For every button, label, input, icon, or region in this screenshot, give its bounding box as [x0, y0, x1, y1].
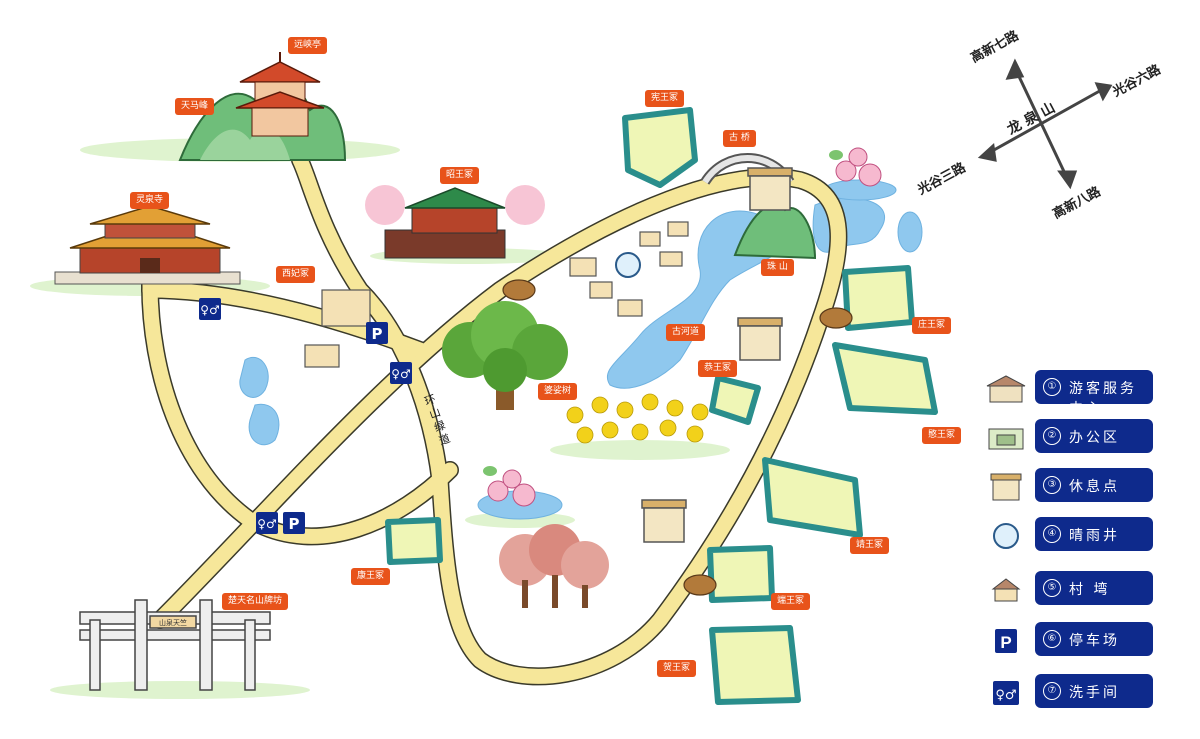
zhaowang-hall: [365, 185, 545, 259]
label-zhushan[interactable]: 珠 山: [761, 259, 794, 276]
legend-text: 停车场: [1069, 633, 1120, 649]
restroom-icon: ♀♂: [993, 681, 1019, 705]
label-duanwangzhong[interactable]: 端王冢: [771, 593, 811, 610]
road-network: [141, 151, 848, 686]
svg-text:P: P: [289, 515, 300, 533]
banyan-tree: [442, 301, 568, 410]
label-paifang[interactable]: 楚天名山牌坊: [222, 593, 289, 610]
label-kangwangzhong[interactable]: 康王冢: [351, 568, 391, 585]
legend-pill: ⑤ 村 塆: [1035, 571, 1153, 605]
legend-text: 村 塆: [1069, 582, 1111, 598]
svg-text:P: P: [372, 325, 383, 343]
label-xifeizhong[interactable]: 西妃冢: [276, 266, 316, 283]
legend-text: 办公区: [1069, 430, 1120, 446]
map-facilities: ♀♂ ♀♂ ♀♂ P P: [199, 298, 412, 534]
legend-number: ⑥: [1043, 630, 1061, 648]
legend-number: ①: [1043, 378, 1061, 396]
label-xianwangzhong[interactable]: 宪王冢: [645, 90, 685, 107]
label-zhuangwangzhong[interactable]: 庄王冢: [912, 317, 952, 334]
svg-text:♀♂: ♀♂: [391, 367, 411, 381]
archway-plaque: 山泉天竺: [159, 618, 187, 627]
legend-text: 晴雨井: [1069, 528, 1120, 544]
visitor-center-icon: [986, 375, 1026, 403]
svg-text:P: P: [1000, 633, 1011, 652]
turtle-markers: [502, 279, 853, 596]
legend-text: 游客服务中心: [1069, 381, 1137, 417]
legend-number: ③: [1043, 476, 1061, 494]
legend-item-well[interactable]: ④ 晴雨井: [985, 517, 1175, 553]
plum-trees: [499, 524, 609, 608]
label-lingquansi[interactable]: 灵泉寺: [130, 192, 170, 209]
svg-text:♀♂: ♀♂: [200, 303, 220, 317]
village-icon: [991, 578, 1021, 602]
svg-text:♀♂: ♀♂: [257, 517, 277, 531]
parking-icon: P: [995, 629, 1017, 653]
label-guhedao[interactable]: 古河道: [666, 324, 706, 341]
legend-number: ④: [1043, 525, 1061, 543]
village-houses: [304, 221, 689, 368]
lingquan-temple: [54, 205, 241, 285]
rest-pavilion-icon: [990, 473, 1022, 501]
legend-number: ⑦: [1043, 682, 1061, 700]
legend-number: ②: [1043, 427, 1061, 445]
parking-marker-1: P: [366, 322, 388, 344]
legend-item-parking[interactable]: P ⑥ 停车场: [985, 622, 1175, 658]
legend-pill: ⑥ 停车场: [1035, 622, 1153, 656]
yuanxia-pavilion: [235, 52, 325, 137]
legend-item-restroom[interactable]: ♀♂ ⑦ 洗手间: [985, 674, 1175, 710]
legend-item-office[interactable]: ② 办公区: [985, 419, 1175, 455]
restroom-marker-3: ♀♂: [256, 512, 278, 534]
legend-number: ⑤: [1043, 579, 1061, 597]
office-icon: [988, 428, 1024, 450]
parking-marker-2: P: [283, 512, 305, 534]
label-hewangzhong[interactable]: 贺王冢: [657, 660, 697, 677]
memorial-archway: [79, 599, 271, 691]
legend-pill: ⑦ 洗手间: [1035, 674, 1153, 708]
legend-item-village[interactable]: ⑤ 村 塆: [985, 571, 1175, 607]
label-zhaowangzhong[interactable]: 昭王冢: [440, 167, 480, 184]
qingyu-well: [615, 252, 641, 278]
well-icon: [993, 523, 1019, 549]
legend-pill: ② 办公区: [1035, 419, 1153, 453]
label-tianmafeng[interactable]: 天马峰: [175, 98, 215, 115]
legend-text: 洗手间: [1069, 685, 1120, 701]
lotus-ponds: [483, 147, 882, 507]
royal-tombs: [385, 107, 938, 705]
label-yuanxiating[interactable]: 远峡亭: [288, 37, 328, 54]
restroom-marker-1: ♀♂: [199, 298, 221, 320]
legend-item-rest[interactable]: ③ 休息点: [985, 468, 1175, 504]
compass-arrows: [977, 58, 1113, 190]
legend-pill: ③ 休息点: [1035, 468, 1153, 502]
legend-pill: ④ 晴雨井: [1035, 517, 1153, 551]
label-posuoshu[interactable]: 婆娑树: [538, 383, 578, 400]
legend-text: 休息点: [1069, 479, 1120, 495]
legend-pill: ① 游客服务中心: [1035, 370, 1153, 417]
legend-item-visitor-center[interactable]: ① 游客服务中心: [985, 370, 1175, 417]
rest-pavilions: [641, 167, 793, 543]
svg-text:♀♂: ♀♂: [995, 688, 1016, 703]
label-minwangzhong[interactable]: 愍王冢: [922, 427, 962, 444]
label-jingwangzhong[interactable]: 靖王冢: [850, 537, 890, 554]
label-gongwangzhong[interactable]: 恭王冢: [698, 360, 738, 377]
rapeseed-field: [566, 393, 709, 444]
restroom-marker-2: ♀♂: [390, 362, 412, 384]
label-guqiao[interactable]: 古 桥: [723, 130, 756, 147]
